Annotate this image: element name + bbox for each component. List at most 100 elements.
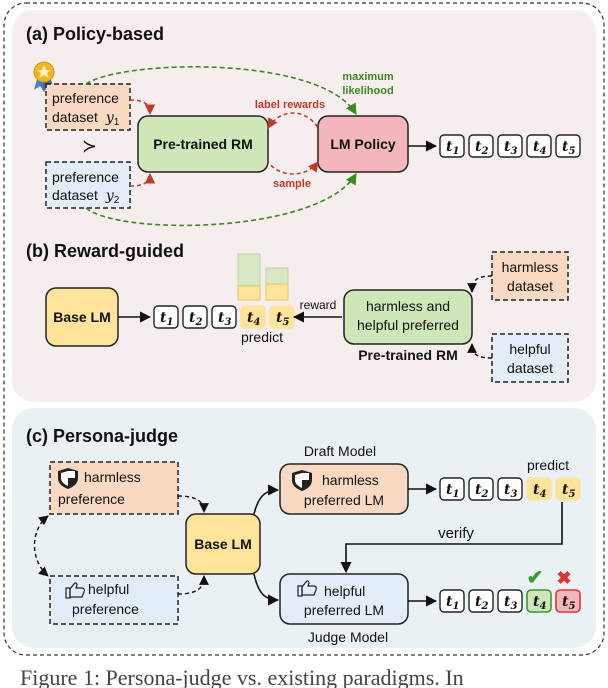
- pref-y2-line1: preference: [52, 169, 119, 185]
- token-box-3: [497, 134, 523, 158]
- reward-label: reward: [300, 298, 337, 312]
- reward-bar-t4-top: [237, 253, 261, 287]
- token-label-3: t3: [218, 310, 231, 328]
- token-box-1: [439, 589, 465, 613]
- base-lm-label-c: Base LM: [194, 536, 252, 552]
- token-box-1: [439, 134, 465, 158]
- token-box-5: [555, 589, 581, 613]
- harmless-dataset-line1: harmless: [502, 259, 559, 275]
- token-box-3: [497, 477, 523, 501]
- token-box-4: [526, 477, 552, 501]
- token-label-3: t3: [504, 482, 517, 500]
- rm-b-line2: helpful preferred: [357, 317, 459, 333]
- pref-y1-line2: dataset: [52, 109, 98, 125]
- token-label-1: t1: [446, 594, 459, 612]
- token-box-4: [526, 134, 552, 158]
- pretrained-rm-label: Pre-trained RM: [153, 136, 253, 152]
- max-likelihood-line1: maximum: [342, 71, 394, 83]
- max-likelihood-line2: likelihood: [342, 85, 393, 97]
- medal-icon: [33, 61, 55, 92]
- section-a-title: (a) Policy-based: [26, 24, 164, 44]
- section-b-title: (b) Reward-guided: [26, 241, 184, 261]
- token-box-2: [468, 589, 494, 613]
- predict-label-c: predict: [527, 457, 569, 473]
- token-label-2: t2: [475, 594, 488, 612]
- max-likelihood-arrow-bottom: [85, 173, 357, 227]
- svg-text:dataset y1: dataset y1: [52, 109, 120, 128]
- harmless-dataset-line2: dataset: [507, 278, 553, 294]
- judge-line2: preferred LM: [304, 602, 384, 618]
- max-likelihood-arrow-top: [85, 66, 357, 115]
- pref-y2-line2: dataset: [52, 187, 98, 203]
- thumbs-up-icon: [297, 580, 317, 597]
- reward-bar-t5-bottom: [265, 283, 289, 301]
- preference-order-symbol: ≻: [82, 136, 97, 156]
- token-label-5: t5: [562, 139, 575, 157]
- token-row-a: t1 t2 t3 t4 t5: [439, 134, 581, 158]
- draft-line2: preferred LM: [304, 492, 384, 508]
- verify-label: verify: [438, 525, 474, 542]
- base-lm-label-b: Base LM: [53, 309, 111, 325]
- token-label-4: t4: [533, 139, 546, 157]
- token-box-5: [555, 134, 581, 158]
- token-row-draft: t1 t2 t3 t4 t5: [439, 477, 581, 501]
- token-label-1: t1: [446, 482, 459, 500]
- token-box-2: [468, 477, 494, 501]
- check-icon: ✔: [527, 567, 544, 589]
- token-box-2: [468, 134, 494, 158]
- preference-dataset-y2: [45, 161, 131, 209]
- token-box-4: [526, 589, 552, 613]
- reward-bar-t4-bottom: [237, 285, 261, 301]
- predict-label-b: predict: [241, 329, 283, 345]
- helpful-dataset-box: [491, 333, 569, 383]
- token-label-5: t5: [276, 310, 289, 328]
- draft-model-caption: Draft Model: [304, 443, 376, 459]
- draft-line1: harmless: [322, 472, 379, 488]
- helpful-pref-line1: helpful: [88, 581, 129, 597]
- judge-model-caption: Judge Model: [308, 629, 388, 645]
- helpful-dataset-line1: helpful: [509, 341, 550, 357]
- rm-b-caption: Pre-trained RM: [358, 347, 458, 363]
- helpful-dataset-line2: dataset: [507, 360, 553, 376]
- lm-policy-box: [317, 115, 409, 173]
- helpful-preference-box: [49, 575, 179, 625]
- token-label-2: t2: [475, 482, 488, 500]
- token-label-3: t3: [504, 139, 517, 157]
- token-box-5: [555, 477, 581, 501]
- token-label-2: t2: [475, 139, 488, 157]
- figure-caption: Figure 1: Persona-judge vs. existing par…: [20, 665, 464, 688]
- sample-arrow: [267, 161, 319, 175]
- rm-b-line1: harmless and: [366, 298, 450, 314]
- pretrained-rm-box-b: [343, 289, 473, 345]
- shield-icon: [292, 470, 312, 491]
- token-label-4: t4: [247, 310, 260, 328]
- sample-text: sample: [273, 178, 311, 190]
- token-label-5: t5: [562, 594, 575, 612]
- cross-icon: ✖: [556, 568, 571, 588]
- shield-icon: [58, 468, 78, 489]
- reward-bar-t5-top: [265, 267, 289, 285]
- verify-arrow: [340, 502, 563, 574]
- pref-y1-line1: preference: [52, 90, 119, 106]
- token-box-4: [240, 305, 266, 329]
- label-rewards-text: label rewards: [255, 99, 325, 111]
- svg-text:dataset y2: dataset y2: [52, 187, 120, 206]
- preference-dataset-y1: [45, 83, 131, 131]
- harmless-pref-line1: harmless: [84, 469, 141, 485]
- token-label-5: t5: [562, 482, 575, 500]
- harmless-dataset-box: [491, 251, 569, 301]
- token-label-4: t4: [533, 482, 546, 500]
- token-label-1: t1: [446, 139, 459, 157]
- token-label-1: t1: [160, 310, 173, 328]
- helpful-pref-line2: preference: [72, 601, 139, 617]
- label-rewards-arrow: [267, 112, 319, 129]
- token-box-3: [497, 589, 523, 613]
- token-box-1: [153, 305, 179, 329]
- harmless-pref-line2: preference: [58, 491, 125, 507]
- token-box-3: [211, 305, 237, 329]
- judge-line1: helpful: [324, 583, 365, 599]
- thumbs-up-icon: [65, 582, 85, 599]
